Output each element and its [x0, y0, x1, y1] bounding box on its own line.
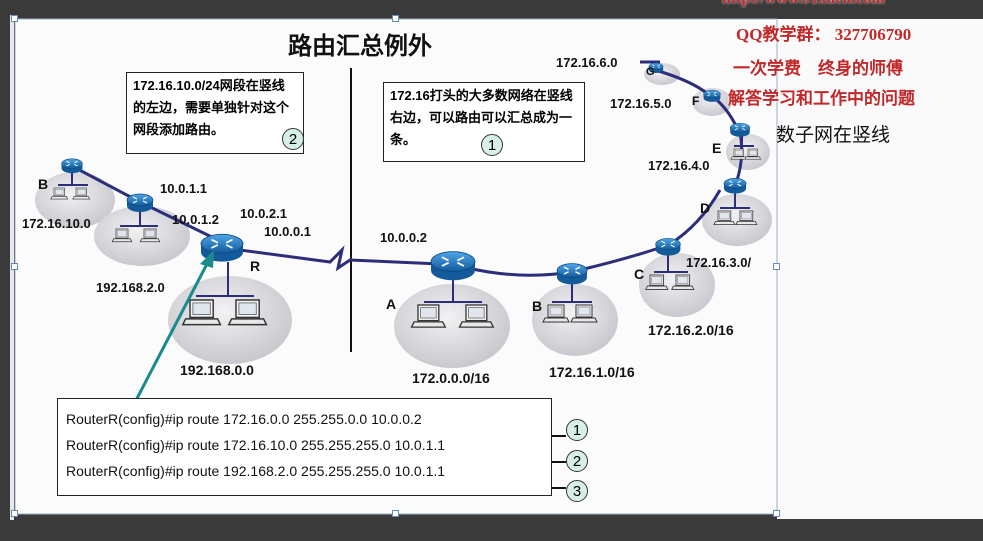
router-label-d: D [700, 200, 711, 216]
handle-top-mid[interactable] [392, 15, 399, 22]
handle-mid-right[interactable] [773, 263, 780, 270]
router-label-g: G [646, 66, 655, 78]
arrow-head [200, 250, 214, 268]
watermark-qq: QQ教学群： 327706790 [736, 25, 912, 44]
command-box [57, 398, 552, 496]
net-192-168-0: 192.168.0.0 [180, 362, 254, 378]
handle-top-left[interactable] [11, 15, 18, 22]
note-left-marker: 2 [282, 128, 304, 150]
cloud-172-16-3 [702, 194, 772, 246]
command-line-1: RouterR(config)#ip route 172.16.0.0 255.… [66, 411, 422, 427]
router-label-f: F [692, 94, 700, 108]
net-172-16-3: 172.16.3.0/ [686, 255, 752, 270]
net-172-16-1: 172.16.1.0/16 [549, 364, 635, 380]
cloud-172-16-5 [692, 88, 732, 116]
net-172-16-6: 172.16.6.0 [556, 55, 618, 70]
net-172-16-5: 172.16.5.0 [610, 96, 672, 111]
side-caption: 数子网在竖线 [776, 125, 891, 146]
router-label-b: B [532, 298, 543, 314]
if-10-0-0-2: 10.0.0.2 [380, 230, 427, 245]
note-right-text: 172.16打头的大多数网络在竖线右边，可以路由可以汇总成为一条。 [390, 88, 573, 147]
lan-segments [58, 134, 754, 303]
note-right-marker: 1 [481, 134, 503, 156]
slide-right-area [777, 19, 983, 519]
net-172-16-10: 172.16.10.0 [22, 216, 91, 231]
net-172-16-2: 172.16.2.0/16 [648, 322, 734, 338]
cloud-192-168-2 [94, 206, 190, 266]
router-label-c: C [634, 266, 645, 282]
command-marker-3: 3 [566, 480, 588, 502]
slide-title: 路由汇总例外 [288, 33, 432, 60]
watermark-slogan2: 解答学习和工作中的问题 [728, 89, 915, 108]
handle-mid-left[interactable] [11, 263, 18, 270]
watermark-slogan1: 一次学费 终身的师傅 [733, 59, 903, 78]
router-label-e: E [712, 140, 722, 156]
arrow-shaft [130, 261, 210, 409]
command-marker-1: 1 [566, 419, 588, 441]
if-10-0-1-1: 10.0.1.1 [160, 181, 207, 196]
router-label-left-b: B [38, 176, 49, 192]
router-label-a: A [386, 296, 397, 312]
note-left-text: 172.16.10.0/24网段在竖线的左边，需要单独针对这个网段添加路由。 [133, 78, 290, 137]
command-line-3: RouterR(config)#ip route 192.168.2.0 255… [66, 463, 446, 479]
net-172-16-4: 172.16.4.0 [648, 158, 710, 173]
watermark-url: http://www.91xueit.com [722, 0, 885, 8]
if-10-0-0-1: 10.0.0.1 [264, 224, 311, 239]
command-marker-2: 2 [566, 450, 588, 472]
command-line-2: RouterR(config)#ip route 172.16.10.0 255… [66, 437, 446, 453]
handle-bottom-right[interactable] [773, 510, 780, 517]
net-172-0-0: 172.0.0.0/16 [412, 370, 490, 386]
note-left-box: 172.16.10.0/24网段在竖线的左边，需要单独针对这个网段添加路由。 [126, 72, 304, 154]
router-label-r: R [250, 258, 261, 274]
cloud-172-16-10 [35, 172, 115, 228]
cloud-192-168-0 [168, 276, 292, 364]
if-10-0-2-1: 10.0.2.1 [240, 206, 287, 221]
net-192-168-2: 192.168.2.0 [96, 280, 165, 295]
handle-bottom-left[interactable] [11, 510, 18, 517]
if-10-0-1-2: 10.0.1.2 [172, 212, 219, 227]
handle-bottom-mid[interactable] [392, 510, 399, 517]
note-right-box: 172.16打头的大多数网络在竖线右边，可以路由可以汇总成为一条。 [383, 82, 585, 162]
